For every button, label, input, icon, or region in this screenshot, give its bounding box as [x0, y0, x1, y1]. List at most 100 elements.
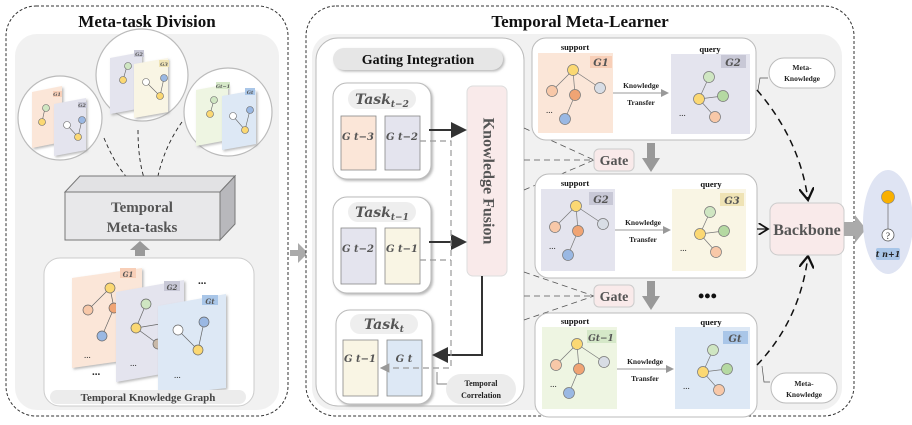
- graph-node: [563, 387, 575, 399]
- svg-text:query: query: [699, 44, 721, 54]
- right-arrow-icon: [844, 215, 866, 243]
- svg-text:G3: G3: [160, 62, 168, 68]
- svg-text:Meta-: Meta-: [794, 379, 814, 388]
- svg-text:query: query: [700, 179, 722, 189]
- svg-text:Transfer: Transfer: [629, 235, 657, 244]
- ellipsis: ...: [683, 381, 690, 391]
- graph-node: [573, 363, 585, 375]
- graph-node: [710, 246, 722, 258]
- graph-node: [598, 356, 610, 368]
- graph-node: [703, 71, 715, 83]
- svg-text:G t−2: G t−2: [342, 244, 374, 255]
- svg-text:G t: G t: [396, 354, 413, 365]
- graph-node: [597, 218, 609, 230]
- down-arrow-icon: [642, 281, 660, 310]
- svg-text:G2: G2: [78, 103, 86, 109]
- svg-text:G2: G2: [135, 52, 143, 58]
- graph-node: [559, 113, 571, 125]
- svg-text:query: query: [700, 317, 722, 327]
- svg-text:Gt−1: Gt−1: [216, 84, 230, 90]
- entity-node: [881, 190, 895, 204]
- graph-node: [721, 363, 733, 375]
- svg-text:Meta-: Meta-: [792, 63, 812, 72]
- ellipsis: ...: [679, 108, 686, 118]
- svg-text:...: ...: [92, 366, 101, 378]
- graph-node: [709, 111, 721, 123]
- meta-task-division-panel: Meta-task Division G1 G2 G2: [5, 5, 289, 417]
- graph-node: [550, 359, 562, 371]
- svg-text:Backbone: Backbone: [773, 222, 841, 239]
- graph-node: [713, 384, 725, 396]
- ellipsis: •••: [698, 286, 717, 306]
- graph-node: [567, 64, 579, 76]
- svg-text:Transfer: Transfer: [631, 374, 659, 383]
- time-label: t n+1: [876, 249, 901, 259]
- svg-text:support: support: [561, 178, 590, 188]
- svg-text:G t−1: G t−1: [386, 244, 418, 255]
- meta-task-row-2: support query G2 G3 Knowledge Transfer: [534, 173, 758, 279]
- svg-text:G1: G1: [593, 58, 609, 69]
- ellipsis: ...: [549, 241, 556, 251]
- svg-text:Knowledge Fusion: Knowledge Fusion: [479, 118, 496, 245]
- svg-text:Meta-tasks: Meta-tasks: [107, 220, 178, 236]
- gate-2: Gate: [593, 284, 635, 308]
- task-t-1: Taskt−1 G t−2 G t−1: [332, 196, 432, 294]
- prediction-output: ? t n+1: [863, 170, 912, 274]
- row-graphs: ..................: [546, 64, 733, 399]
- bubble-gt1-gt: Gt−1 Gt: [183, 67, 273, 157]
- svg-text:Gt−1: Gt−1: [588, 334, 614, 344]
- svg-text:G t−1: G t−1: [344, 354, 376, 365]
- svg-text:...: ...: [198, 275, 207, 287]
- task-t: Taskt G t−1 G t: [335, 309, 433, 405]
- ellipsis: ...: [546, 105, 553, 115]
- svg-text:Knowledge: Knowledge: [625, 218, 662, 227]
- graph-node: [594, 82, 606, 94]
- svg-text:?: ?: [886, 231, 890, 241]
- svg-text:G1: G1: [53, 92, 61, 98]
- graph-node: [569, 89, 581, 101]
- svg-text:Transfer: Transfer: [627, 98, 655, 107]
- gate-1: Gate: [593, 148, 635, 172]
- svg-text:...: ...: [84, 350, 91, 360]
- down-arrow-icon: [642, 143, 660, 172]
- temporal-knowledge-graph-box: G1 ... G2 ... Gt: [43, 257, 255, 407]
- meta-knowledge-top: Meta- Knowledge: [757, 57, 836, 91]
- svg-text:G2: G2: [593, 195, 609, 206]
- svg-text:Taskt: Taskt: [364, 317, 405, 335]
- svg-text:Temporal: Temporal: [464, 379, 498, 388]
- graph-node: [571, 338, 583, 350]
- graph-node: [704, 206, 716, 218]
- right-arrow-icon: [290, 243, 308, 263]
- temporal-meta-learner-title: Temporal Meta-Learner: [491, 12, 669, 31]
- svg-text:support: support: [561, 42, 590, 52]
- svg-text:...: ...: [174, 370, 181, 380]
- temporal-meta-tasks-block: Temporal Meta-tasks: [63, 174, 237, 242]
- svg-text:Correlation: Correlation: [461, 391, 501, 400]
- graph-node: [570, 200, 582, 212]
- svg-text:G1: G1: [123, 270, 134, 279]
- svg-text:G3: G3: [724, 196, 740, 207]
- svg-text:G t−2: G t−2: [386, 132, 418, 143]
- graph-node: [562, 249, 574, 261]
- graph-node: [546, 85, 558, 97]
- backbone-box: Backbone: [769, 202, 845, 256]
- svg-text:Gt: Gt: [247, 90, 254, 96]
- svg-text:G2: G2: [167, 283, 178, 292]
- temporal-meta-learner-panel: Temporal Meta-Learner Gating Integration…: [305, 5, 855, 418]
- unknown-node: [881, 228, 895, 242]
- svg-text:Gate: Gate: [600, 154, 629, 169]
- up-arrow-icon: [130, 241, 150, 256]
- svg-text:Gate: Gate: [600, 290, 629, 305]
- svg-text:G t−3: G t−3: [342, 132, 374, 143]
- gating-integration-box: Gating Integration Taskt−2 G t−3 G t−2 T…: [315, 37, 525, 407]
- bubble-g2-g3: G2 G3: [95, 28, 189, 122]
- ellipsis: ...: [680, 243, 687, 253]
- meta-knowledge-bottom: Meta- Knowledge: [761, 365, 838, 404]
- meta-task-division-title: Meta-task Division: [78, 12, 216, 31]
- graph-node: [717, 90, 729, 102]
- temporal-knowledge-graph-label: Temporal Knowledge Graph: [81, 392, 216, 404]
- svg-text:Taskt−2: Taskt−2: [355, 92, 409, 110]
- task-t-2: Taskt−2 G t−3 G t−2: [332, 82, 432, 180]
- bubble-g1-g2: G1 G2: [17, 75, 103, 161]
